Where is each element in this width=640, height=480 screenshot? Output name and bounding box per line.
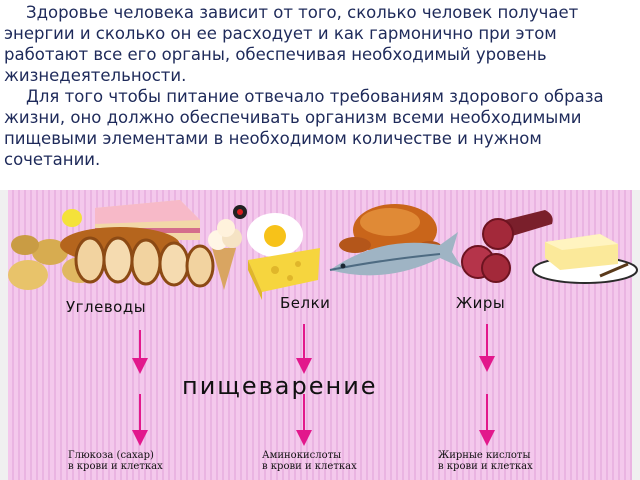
nutrition-diagram	[0, 190, 640, 480]
category-carbohydrates: Углеводы	[66, 298, 147, 316]
salami-icon	[461, 210, 553, 283]
result-fatty-acids-line2: в крови и клетках	[438, 461, 533, 472]
panel-right-edge	[632, 190, 640, 480]
cheese-icon	[248, 248, 320, 300]
result-amino-acids: Аминокислоты в крови и клетках	[262, 450, 357, 472]
intro-text: Здоровье человека зависит от того, сколь…	[4, 2, 634, 170]
category-proteins: Белки	[280, 294, 331, 312]
result-fatty-acids: Жирные кислоты в крови и клетках	[438, 450, 533, 472]
category-fats: Жиры	[456, 294, 506, 312]
intro-paragraph-2: Для того чтобы питание отвечало требован…	[4, 87, 604, 169]
intro-paragraph-1: Здоровье человека зависит от того, сколь…	[4, 3, 579, 85]
result-amino-acids-line1: Аминокислоты	[262, 450, 342, 461]
result-fatty-acids-line1: Жирные кислоты	[438, 450, 531, 461]
lemon-icon	[62, 209, 82, 227]
result-glucose-line2: в крови и клетках	[68, 461, 163, 472]
fried-egg-icon	[247, 213, 303, 257]
butter-icon	[532, 234, 638, 284]
food-illustration	[8, 200, 638, 300]
ice-cream-icon	[208, 205, 247, 290]
result-glucose: Глюкоза (сахар) в крови и клетках	[68, 450, 163, 472]
result-amino-acids-line2: в крови и клетках	[262, 461, 357, 472]
result-glucose-line1: Глюкоза (сахар)	[68, 450, 154, 461]
digestion-label: пищеварение	[182, 372, 378, 400]
fish-icon	[329, 232, 462, 276]
diagram-canvas	[0, 190, 640, 480]
panel-left-edge	[0, 190, 8, 480]
bread-icon	[60, 227, 215, 288]
